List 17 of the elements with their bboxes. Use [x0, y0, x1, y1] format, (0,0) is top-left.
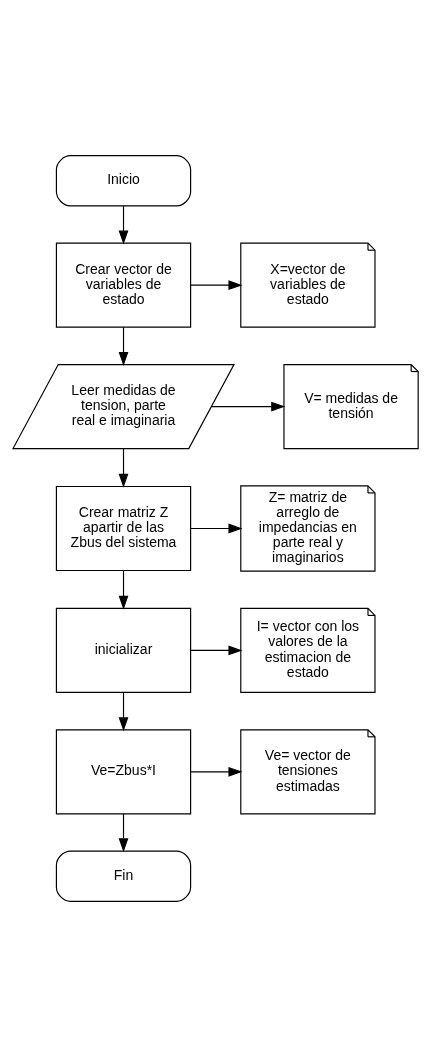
arrow	[210, 401, 286, 412]
node-box: Crear matriz Z apartir de las Zbus del sistema	[55, 485, 192, 572]
node-box: inicializar	[55, 607, 192, 694]
arrow	[118, 570, 129, 610]
arrow	[118, 205, 129, 245]
arrow	[118, 448, 129, 488]
arrow	[118, 692, 129, 732]
node-box: Fin	[55, 850, 192, 902]
arrow	[190, 523, 243, 534]
node-box: Crear vector de variables de estado	[55, 242, 192, 328]
arrow	[190, 280, 243, 291]
arrow	[118, 326, 129, 367]
arrow	[118, 813, 129, 853]
node-box: Inicio	[55, 155, 192, 207]
node-box: Ve=Zbus*I	[55, 729, 192, 815]
arrow	[190, 766, 243, 777]
arrow	[190, 645, 243, 656]
